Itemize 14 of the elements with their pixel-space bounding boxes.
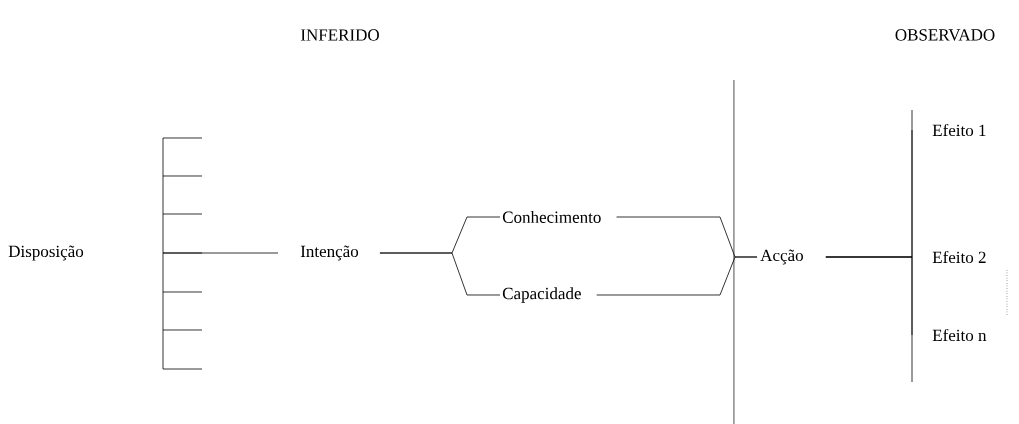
text-label: Efeito 1: [932, 123, 986, 137]
text-label: Efeito n: [932, 328, 987, 342]
text-label: Efeito 2: [932, 250, 986, 264]
text-label: Disposição: [8, 245, 84, 261]
connector-line: [596, 256, 758, 296]
text-label: Intenção: [300, 245, 359, 261]
connector-line: [825, 256, 913, 336]
text-label: Capacidade: [502, 287, 581, 303]
column-heading: INFERIDO: [300, 29, 379, 41]
text-label: Acção: [760, 249, 803, 265]
connector-line: [162, 252, 279, 254]
connector-line: [379, 252, 501, 296]
column-heading: OBSERVADO: [895, 29, 995, 41]
text-label: Conhecimento: [502, 211, 601, 223]
